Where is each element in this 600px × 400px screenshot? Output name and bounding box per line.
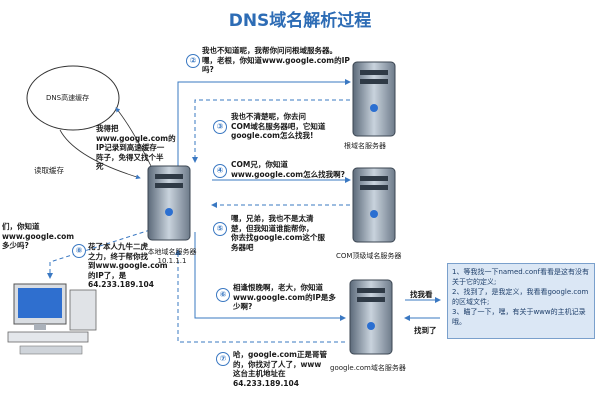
cache-read-arrow	[59, 129, 141, 180]
found-label: 找到了	[414, 326, 437, 335]
root-server-icon	[352, 61, 396, 137]
google-server-label: google.com域名服务器	[330, 364, 406, 372]
root-server-label: 根域名服务器	[344, 142, 386, 150]
local-dns-server-icon	[147, 165, 191, 241]
arrow-step-3	[192, 99, 350, 163]
client-computer-icon	[7, 283, 97, 355]
step-2-text: 我也不知道呢，我帮你问问根域服务器。嘿，老根，你知道www.google.com…	[202, 46, 350, 74]
com-server-label: COM顶级域名服务器	[336, 252, 402, 260]
read-cache-label: 读取缓存	[34, 166, 64, 175]
arrow-step-2	[177, 79, 351, 168]
cache-write-arrow	[115, 107, 153, 169]
find-label: 找我看	[410, 290, 433, 299]
step-2-number: ②	[186, 54, 200, 68]
step-7-number: ⑦	[216, 352, 230, 366]
arrow-step-6	[194, 232, 346, 321]
step-5-text: 嘿，兄弟，我也不是太清楚，但我知道谁能帮你，你去找google.com这个服务器…	[231, 214, 325, 252]
com-server-icon	[352, 167, 396, 243]
arrow-step-8	[47, 229, 151, 279]
google-server-note: 1、等我找一下named.conf看看是这有没有关于它的定义; 2、找到了，是我…	[447, 263, 595, 339]
page-title: DNS域名解析过程	[228, 11, 372, 31]
cache-bubble	[26, 65, 120, 131]
google-server-icon	[349, 279, 393, 355]
cache-bubble-label: DNS高速缓存	[46, 94, 90, 102]
step-4-number: ④	[213, 164, 227, 178]
step-3-number: ③	[213, 120, 227, 134]
step-6-number: ⑥	[216, 288, 230, 302]
step-5-number: ⑤	[213, 222, 227, 236]
step-8-number: ⑧	[72, 244, 86, 258]
